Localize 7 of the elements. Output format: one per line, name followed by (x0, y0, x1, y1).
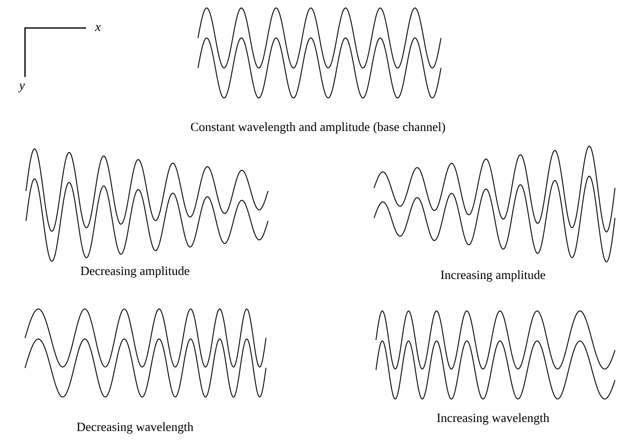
caption: Decreasing wavelength (76, 422, 194, 434)
caption: Increasing wavelength (437, 413, 550, 425)
caption: Constant wavelength and amplitude (base channel) (190, 122, 446, 134)
caption: Increasing amplitude (440, 270, 546, 282)
axis-label: x (94, 25, 101, 31)
caption: Decreasing amplitude (80, 266, 190, 278)
axis-label: y (18, 84, 25, 92)
